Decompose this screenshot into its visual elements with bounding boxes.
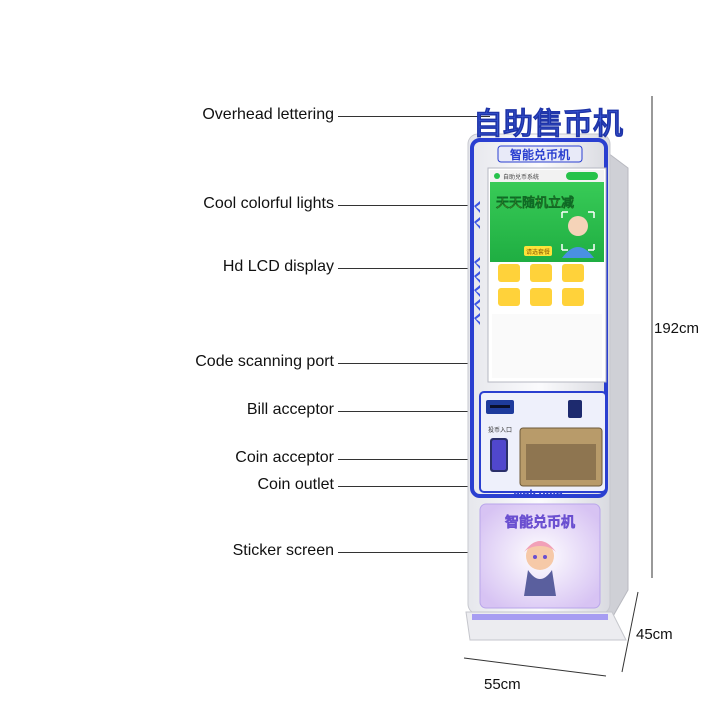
leader-line-overhead-lettering <box>338 116 490 117</box>
leader-line-lcd-display <box>338 268 486 269</box>
width-dimension-line <box>463 657 607 677</box>
dimension-height-label: 192cm <box>654 320 700 337</box>
leader-line-coin-acceptor <box>338 459 494 460</box>
dimension-width-label: 55cm <box>484 676 521 693</box>
callout-coin-outlet: Coin outlet <box>257 476 335 493</box>
welcome-text: welcome <box>513 489 563 500</box>
package-tiles <box>498 264 584 306</box>
lcd-section-title-plate <box>524 246 552 256</box>
callout-bill-acceptor: Bill acceptor <box>246 401 334 418</box>
lcd-lower-panel <box>492 314 602 378</box>
package-tile <box>530 288 552 306</box>
face-scan-figure-icon <box>561 211 595 258</box>
package-tile <box>562 264 584 282</box>
lcd-app-logo-icon <box>494 173 500 179</box>
overhead-lettering: 自助售币机 <box>473 107 623 142</box>
leader-line-sticker-screen <box>338 552 478 553</box>
coin-input-label: 投币入口 <box>488 426 512 434</box>
lcd-app-name: 自助兑币系统 <box>503 173 539 181</box>
header-sign-plate <box>497 145 583 163</box>
coin-outlet-tray <box>526 444 596 480</box>
dimension-depth-label: 45cm <box>636 626 673 643</box>
depth-dimension-line <box>621 591 639 673</box>
anime-character-sticker <box>524 541 556 596</box>
leader-line-bill-acceptor <box>338 411 496 412</box>
coin-acceptor-light <box>492 440 506 470</box>
package-tile <box>562 288 584 306</box>
base-light-strip <box>472 614 608 620</box>
callout-coin-acceptor: Coin acceptor <box>235 449 334 466</box>
callout-overhead-lettering: Overhead lettering <box>202 106 334 123</box>
lcd-status-pill <box>566 172 598 180</box>
leader-line-code-scanning-port <box>338 363 574 364</box>
bill-slot <box>490 405 510 408</box>
leader-line-colorful-lights <box>338 205 472 206</box>
package-tile <box>498 264 520 282</box>
callout-lcd-display: Hd LCD display <box>222 258 334 275</box>
callout-sticker-screen: Sticker screen <box>232 542 334 559</box>
left-light-strip <box>474 201 480 325</box>
lcd-banner-text: 天天随机立减 <box>496 195 574 211</box>
sticker-title: 智能兑币机 <box>504 514 575 531</box>
callout-colorful-lights: Cool colorful lights <box>203 195 334 212</box>
leader-line-coin-outlet <box>338 486 554 487</box>
header-sign: 智能兑币机 <box>509 147 570 162</box>
lcd-section-title: 请选套餐 <box>526 248 550 256</box>
callout-code-scanning-port: Code scanning port <box>195 353 334 370</box>
code-scanning-port <box>568 400 582 418</box>
package-tile <box>530 264 552 282</box>
package-tile <box>498 288 520 306</box>
